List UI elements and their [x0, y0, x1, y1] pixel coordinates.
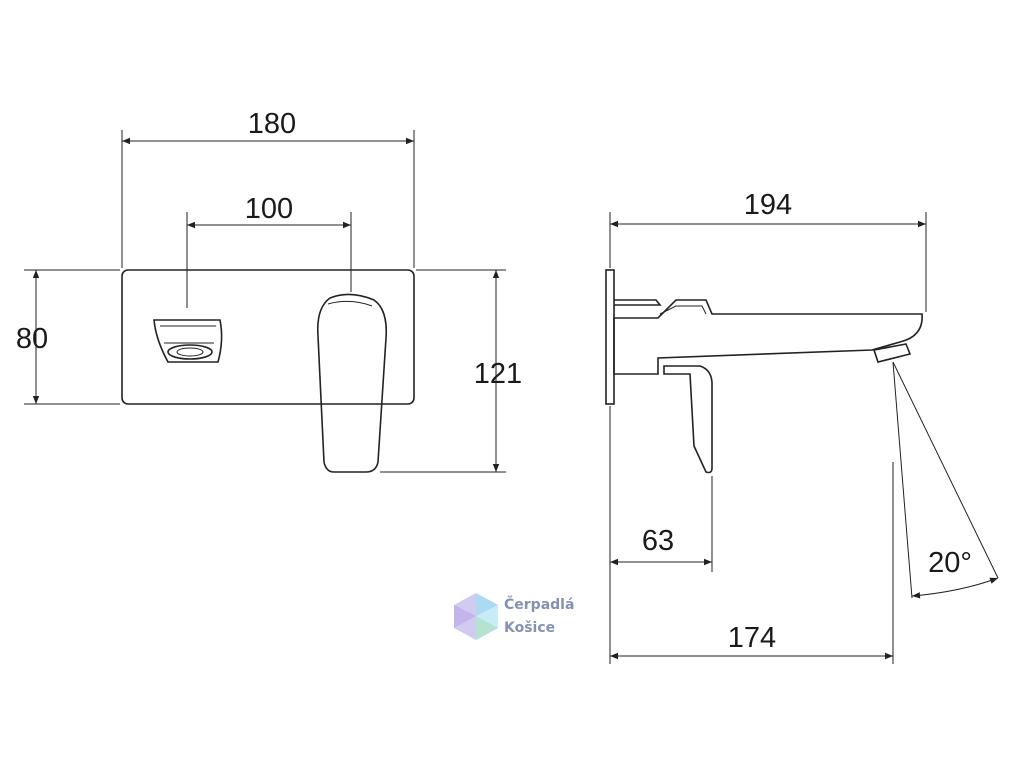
water-outlet — [153, 319, 223, 363]
wall-plate — [121, 269, 415, 405]
watermark-logo: Čerpadlá Košice — [454, 593, 574, 640]
dim-spout-length: 194 — [744, 189, 792, 221]
dim-wall-to-lever: 63 — [642, 525, 674, 557]
lever-handle — [316, 293, 388, 473]
dim-front-width: 180 — [248, 108, 296, 140]
side-view: 20° 194 63 174 — [605, 189, 999, 664]
dim-spindle-spacing: 100 — [245, 193, 293, 225]
dim-wall-to-outlet: 174 — [728, 622, 776, 654]
watermark-line1: Čerpadlá — [504, 595, 574, 613]
side-lever — [663, 365, 713, 474]
watermark-line2: Košice — [504, 620, 555, 636]
front-view: 180 100 80 121 — [16, 108, 522, 473]
side-aerator — [872, 343, 912, 363]
side-wall-plate — [605, 269, 615, 405]
dim-spray-angle: 20° — [928, 547, 972, 579]
spout — [613, 299, 923, 375]
dim-total-height: 121 — [474, 358, 522, 390]
dim-plate-height: 80 — [16, 323, 48, 355]
outlet-aerator — [167, 344, 213, 360]
